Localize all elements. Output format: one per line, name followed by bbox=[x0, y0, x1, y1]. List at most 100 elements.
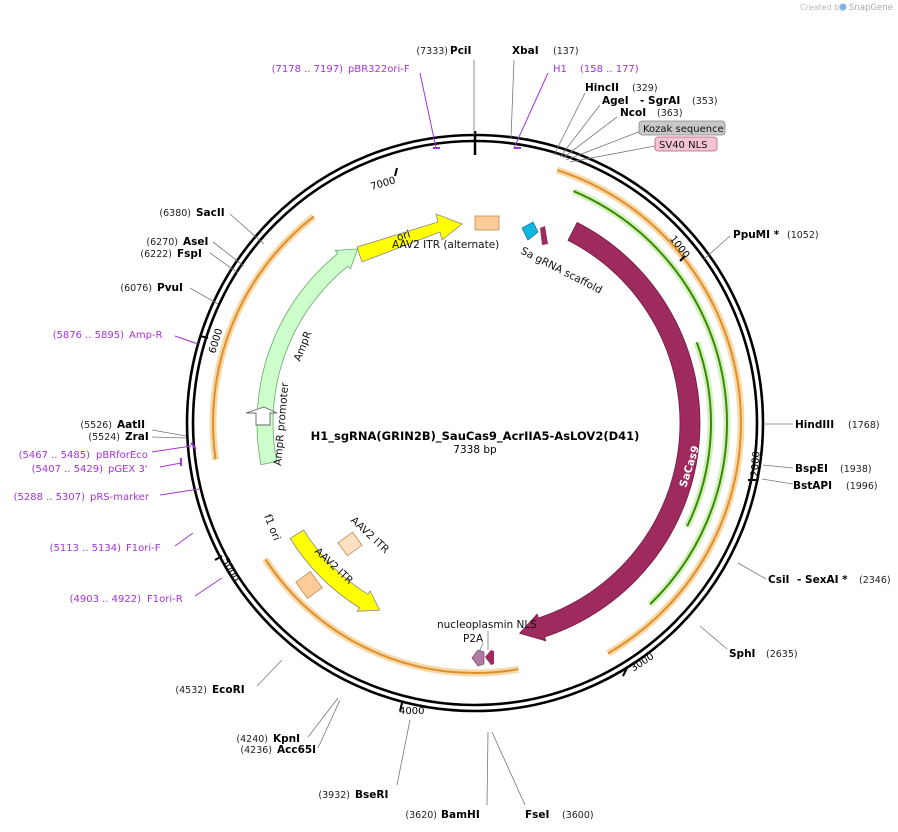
leader-bseri bbox=[396, 719, 411, 786]
primer-line-f1ori-f bbox=[174, 532, 194, 547]
site-name-ncoi: NcoI bbox=[620, 107, 646, 119]
site-pos-ppumi: (1052) bbox=[787, 230, 819, 241]
feature-ampr-promoter-arrow bbox=[245, 406, 278, 426]
feature-p2a-label: P2A bbox=[463, 633, 484, 645]
primer-line-pbrforeco bbox=[151, 445, 192, 453]
tick-label-3000: 3000 bbox=[629, 651, 656, 674]
green-arc-outer-line bbox=[573, 190, 728, 605]
orange-arc-right-line bbox=[556, 169, 742, 655]
tick-mark-1000 bbox=[679, 255, 686, 262]
leader-zrai bbox=[151, 436, 187, 439]
leader-aatii bbox=[151, 429, 187, 437]
tick-label-5000: 5000 bbox=[219, 556, 241, 584]
site-name-bspei: BspEI bbox=[795, 463, 828, 475]
site-name-acc65i: Acc65I bbox=[277, 744, 316, 756]
green-arc-inner-line bbox=[686, 341, 712, 527]
feature-aav2-itr-upper-box bbox=[337, 531, 363, 557]
site-name-sexai: - SexAI * bbox=[797, 574, 848, 586]
leader-fsei bbox=[491, 731, 526, 806]
leader-sacii bbox=[229, 213, 265, 245]
primer-line-prs-marker bbox=[159, 488, 200, 496]
site-name-aatii: AatII bbox=[117, 419, 145, 431]
site-name-zrai: ZraI bbox=[125, 431, 149, 443]
site-name-pcii: PciI bbox=[450, 45, 471, 57]
primer-name-amp-r: Amp-R bbox=[129, 330, 163, 341]
site-pos-kpni: (4240) bbox=[236, 734, 268, 745]
primer-name-pbr322ori-f: pBR322ori-F bbox=[348, 64, 410, 75]
feature-ori-arrow bbox=[356, 213, 463, 263]
feature-tags: Kozak sequence SV40 NLS bbox=[638, 120, 726, 152]
site-name-sgrai: - SgrAI bbox=[640, 95, 680, 107]
snapgene-credit: Created by SnapGene bbox=[800, 3, 893, 13]
primer-name-pbrforeco: pBRforEco bbox=[96, 450, 148, 461]
site-name-ecori: EcoRI bbox=[212, 684, 245, 696]
leader-fspi bbox=[209, 252, 239, 274]
primer-mark-pbrforeco bbox=[190, 442, 197, 450]
feature-f1-ori-arrow bbox=[289, 529, 381, 612]
site-name-bseri: BseRI bbox=[355, 789, 388, 801]
leader-bstapi bbox=[761, 478, 794, 485]
site-name-pvui: PvuI bbox=[157, 282, 183, 294]
primer-labels: (7178 .. 7197) pBR322ori-F H1 (158 .. 17… bbox=[14, 64, 639, 605]
outer-arcs bbox=[209, 166, 745, 677]
site-leaders bbox=[151, 59, 794, 806]
leader-sphi bbox=[699, 625, 728, 650]
site-pos-zrai: (5524) bbox=[88, 432, 120, 443]
site-pos-agei: (353) bbox=[692, 96, 718, 107]
site-pos-sacii: (6380) bbox=[159, 208, 191, 219]
leader-kpni bbox=[307, 697, 339, 738]
site-pos-hindiii: (1768) bbox=[848, 420, 880, 431]
leader-sv40 bbox=[569, 145, 656, 163]
tick-mark-7000 bbox=[394, 167, 398, 177]
primer-name-h1: H1 bbox=[553, 64, 567, 75]
site-name-sacii: SacII bbox=[196, 207, 225, 219]
credit-prefix: Created by bbox=[800, 3, 844, 12]
site-name-bamhi: BamHI bbox=[441, 809, 480, 821]
leader-asei bbox=[212, 241, 245, 267]
site-name-agei: AgeI bbox=[602, 95, 629, 107]
site-name-csii: CsiI bbox=[768, 574, 789, 586]
site-pos-acc65i: (4236) bbox=[240, 745, 272, 756]
site-pos-aatii: (5526) bbox=[80, 420, 112, 431]
map-title-block: H1_sgRNA(GRIN2B)_SauCas9_AcrIIA5-AsLOV2(… bbox=[311, 429, 640, 456]
orange-arc-left-line bbox=[212, 215, 315, 460]
primer-pos-pbrforeco: (5467 .. 5485) bbox=[19, 450, 91, 461]
site-pos-fspi: (6222) bbox=[140, 249, 172, 260]
leader-pvui bbox=[189, 287, 219, 305]
primer-line-pgex3 bbox=[159, 462, 182, 468]
feature-sa-grna-scaffold-mark bbox=[540, 226, 548, 245]
orange-arc-bottom-line bbox=[264, 558, 519, 674]
site-name-ppumi: PpuMI * bbox=[733, 229, 780, 241]
site-pos-pvui: (6076) bbox=[120, 283, 152, 294]
leader-bspei bbox=[762, 464, 794, 469]
site-name-hincii: HincII bbox=[585, 82, 619, 94]
feature-f1-ori-label: f1 ori bbox=[261, 513, 282, 543]
feature-ori-label: ori bbox=[395, 228, 412, 243]
leader-hincii bbox=[553, 92, 586, 156]
tick-mark-3000 bbox=[622, 667, 628, 677]
feature-nucleoplasmin-nls-arrow bbox=[485, 650, 494, 665]
credit-brand: SnapGene bbox=[849, 3, 893, 13]
leader-ppumi bbox=[702, 235, 731, 261]
primer-pos-pgex3: (5407 .. 5429) bbox=[32, 464, 104, 475]
feature-aav2-itr-lower-box bbox=[295, 571, 323, 599]
primer-pos-f1ori-f: (5113 .. 5134) bbox=[50, 543, 122, 554]
site-pos-pcii: (7333) bbox=[416, 46, 448, 57]
primer-pos-h1: (158 .. 177) bbox=[580, 64, 639, 75]
site-name-fspi: FspI bbox=[177, 248, 202, 260]
site-labels: (7333) PciI XbaI (137) HincII (329) AgeI… bbox=[80, 45, 890, 821]
primer-name-f1ori-r: F1ori-R bbox=[147, 594, 183, 605]
kozak-tag-label: Kozak sequence bbox=[643, 124, 724, 135]
leader-kozak bbox=[565, 130, 642, 161]
site-pos-bseri: (3932) bbox=[318, 790, 350, 801]
primer-line-h1 bbox=[513, 72, 549, 149]
primer-pos-amp-r: (5876 .. 5895) bbox=[53, 330, 125, 341]
tick-label-4000: 4000 bbox=[399, 706, 424, 717]
site-pos-ncoi: (363) bbox=[657, 108, 683, 119]
leader-bamhi bbox=[486, 731, 489, 806]
site-name-hindiii: HindIII bbox=[795, 419, 834, 431]
p2a-leader bbox=[479, 642, 484, 651]
leader-xbai bbox=[510, 59, 515, 139]
site-name-fsei: FseI bbox=[525, 809, 549, 821]
tick-mark-6000 bbox=[199, 335, 209, 339]
